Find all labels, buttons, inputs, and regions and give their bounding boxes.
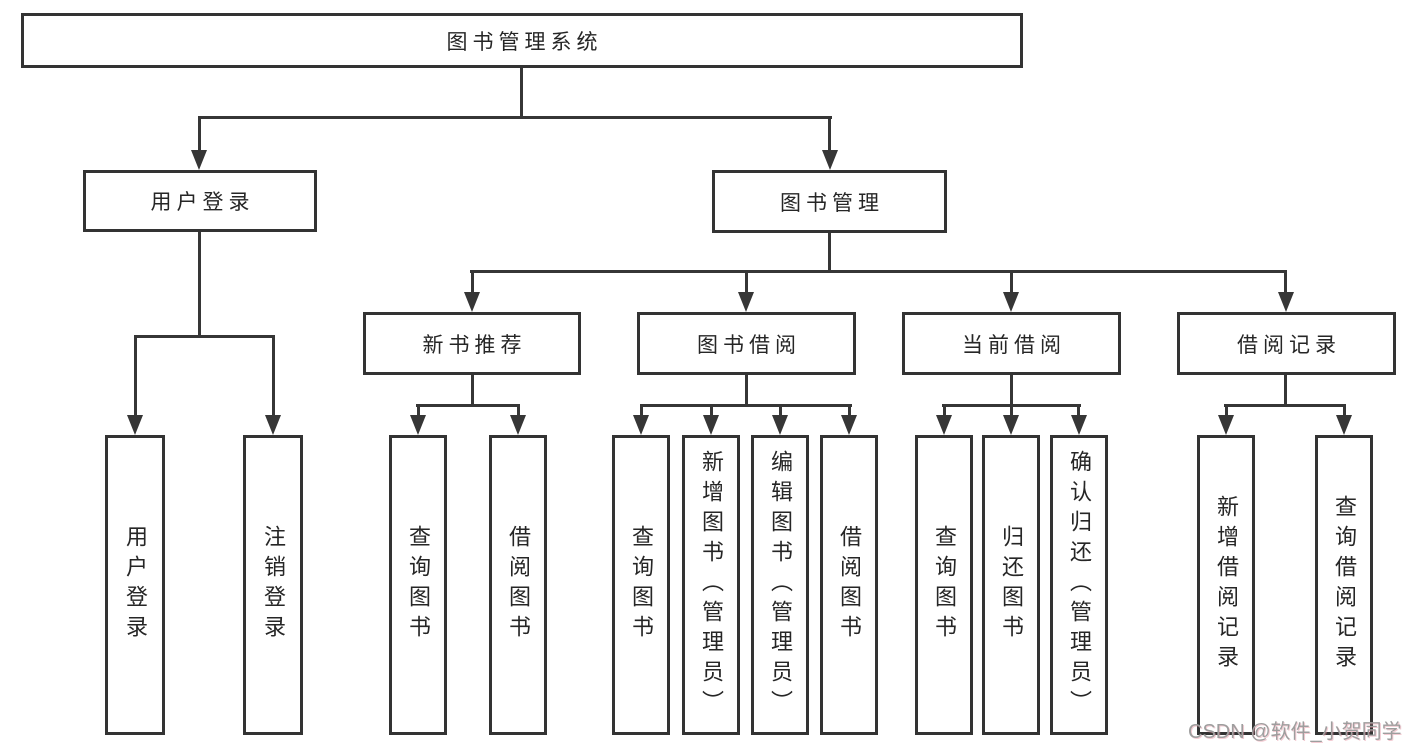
- connector-stem-bb-query: [640, 404, 643, 417]
- connector-new-book-rail: [416, 404, 520, 407]
- leaf-record-add: 新增借阅记录: [1197, 435, 1255, 735]
- connector-record-trunk: [1284, 375, 1287, 407]
- leaf-current-query: 查询图书: [915, 435, 973, 735]
- arrow-br-query: [1336, 415, 1352, 435]
- leaf-borrow-add-admin: 新增图书（管理员）: [682, 435, 740, 735]
- node-new-book-rec: 新书推荐: [363, 312, 581, 375]
- connector-stem-new-book: [471, 270, 474, 294]
- arrow-book-mgmt: [822, 150, 838, 170]
- node-borrow-record: 借阅记录: [1177, 312, 1396, 375]
- arrow-leaf-logout: [265, 415, 281, 435]
- arrow-cb-query: [936, 415, 952, 435]
- arrow-nb-borrow: [510, 415, 526, 435]
- connector-stem-bb-borrow: [848, 404, 851, 417]
- arrow-br-add: [1218, 415, 1234, 435]
- arrow-borrow: [738, 292, 754, 312]
- node-book-borrow: 图书借阅: [637, 312, 856, 375]
- connector-new-book-trunk: [471, 375, 474, 407]
- connector-stem-bb-add: [710, 404, 713, 417]
- arrow-current: [1003, 292, 1019, 312]
- connector-stem-br-query: [1343, 404, 1346, 417]
- connector-stem-current: [1010, 270, 1013, 294]
- arrow-cb-confirm: [1071, 415, 1087, 435]
- arrow-bb-borrow: [841, 415, 857, 435]
- connector-stem-book-mgmt: [828, 116, 831, 152]
- arrow-leaf-login: [127, 415, 143, 435]
- arrow-record: [1278, 292, 1294, 312]
- node-user-login: 用户登录: [83, 170, 317, 232]
- connector-stem-nb-borrow: [517, 404, 520, 417]
- arrow-user-login: [191, 150, 207, 170]
- leaf-current-confirm-admin: 确认归还（管理员）: [1050, 435, 1108, 735]
- connector-stem-record: [1284, 270, 1287, 294]
- connector-stem-cb-query: [943, 404, 946, 417]
- connector-stem-user-login: [198, 116, 201, 152]
- connector-stem-leaf-logout: [272, 335, 275, 417]
- connector-user-login-rail: [134, 335, 275, 338]
- arrow-nb-query: [410, 415, 426, 435]
- connector-stem-cb-confirm: [1077, 404, 1080, 417]
- leaf-user-login: 用户登录: [105, 435, 165, 735]
- connector-level2-rail: [198, 116, 832, 119]
- connector-stem-leaf-login: [134, 335, 137, 417]
- connector-borrow-trunk: [745, 375, 748, 407]
- csdn-watermark: CSDN @软件_小贺同学: [1188, 721, 1402, 743]
- node-root: 图书管理系统: [21, 13, 1023, 68]
- node-current-borrow: 当前借阅: [902, 312, 1121, 375]
- connector-stem-borrow: [745, 270, 748, 294]
- connector-stem-cb-return: [1010, 404, 1013, 417]
- arrow-new-book: [464, 292, 480, 312]
- connector-stem-br-add: [1225, 404, 1228, 417]
- connector-stem-nb-query: [417, 404, 420, 417]
- leaf-borrow-borrow: 借阅图书: [820, 435, 878, 735]
- connector-root-trunk: [520, 68, 523, 117]
- connector-book-mgmt-trunk: [828, 233, 831, 273]
- leaf-record-query: 查询借阅记录: [1315, 435, 1373, 735]
- connector-current-trunk: [1010, 375, 1013, 407]
- connector-level3-rail: [470, 270, 1287, 273]
- connector-record-rail: [1224, 404, 1346, 407]
- arrow-bb-query: [633, 415, 649, 435]
- leaf-newbook-query: 查询图书: [389, 435, 447, 735]
- connector-stem-bb-edit: [779, 404, 782, 417]
- connector-user-login-trunk: [198, 232, 201, 337]
- leaf-current-return: 归还图书: [982, 435, 1040, 735]
- node-book-mgmt: 图书管理: [712, 170, 947, 233]
- leaf-borrow-query: 查询图书: [612, 435, 670, 735]
- connector-borrow-rail: [640, 404, 852, 407]
- leaf-newbook-borrow: 借阅图书: [489, 435, 547, 735]
- arrow-bb-edit: [772, 415, 788, 435]
- arrow-bb-add: [703, 415, 719, 435]
- leaf-logout: 注销登录: [243, 435, 303, 735]
- leaf-borrow-edit-admin: 编辑图书（管理员）: [751, 435, 809, 735]
- arrow-cb-return: [1003, 415, 1019, 435]
